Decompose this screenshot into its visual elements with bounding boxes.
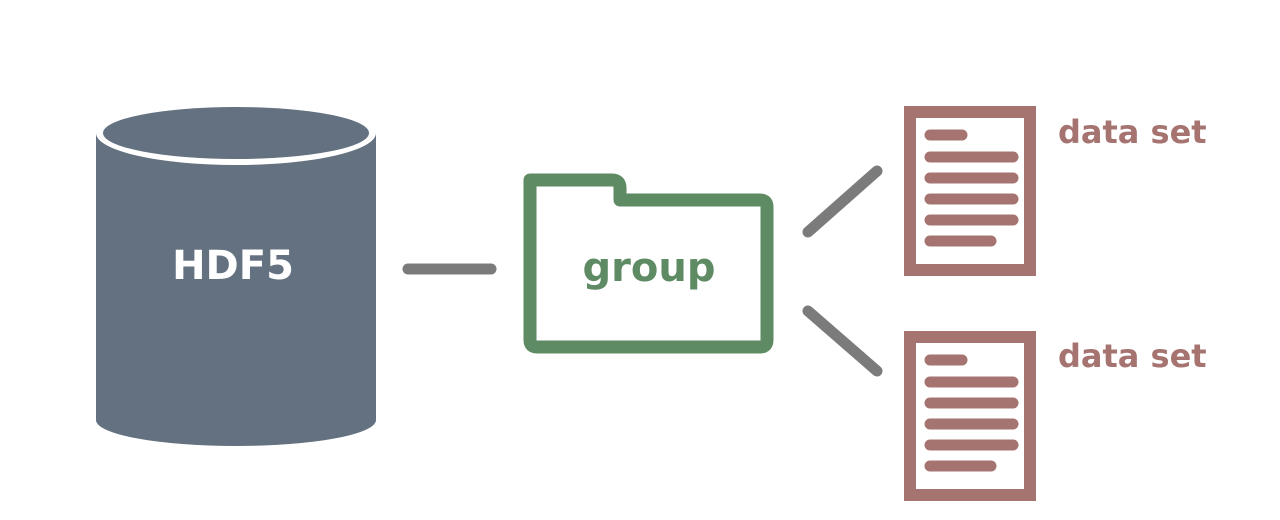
dataset-node-1: data set — [904, 106, 1207, 276]
document-icon — [904, 331, 1036, 501]
database-body — [96, 133, 376, 420]
group-label: group — [583, 245, 716, 291]
connector-group-dataset-2 — [802, 305, 883, 377]
folder-icon: group — [523, 173, 774, 354]
database-top — [103, 107, 369, 159]
database-label: HDF5 — [172, 243, 294, 289]
connector-group-dataset-1 — [802, 165, 883, 238]
dataset-node-2: data set — [904, 331, 1207, 501]
dataset-label-2: data set — [1058, 337, 1207, 375]
database-bottom — [96, 394, 376, 446]
document-icon — [904, 106, 1036, 276]
group-folder-outline — [523, 173, 774, 354]
dataset-label-1: data set — [1058, 113, 1207, 151]
database-cylinder-icon: HDF5 — [96, 101, 376, 446]
